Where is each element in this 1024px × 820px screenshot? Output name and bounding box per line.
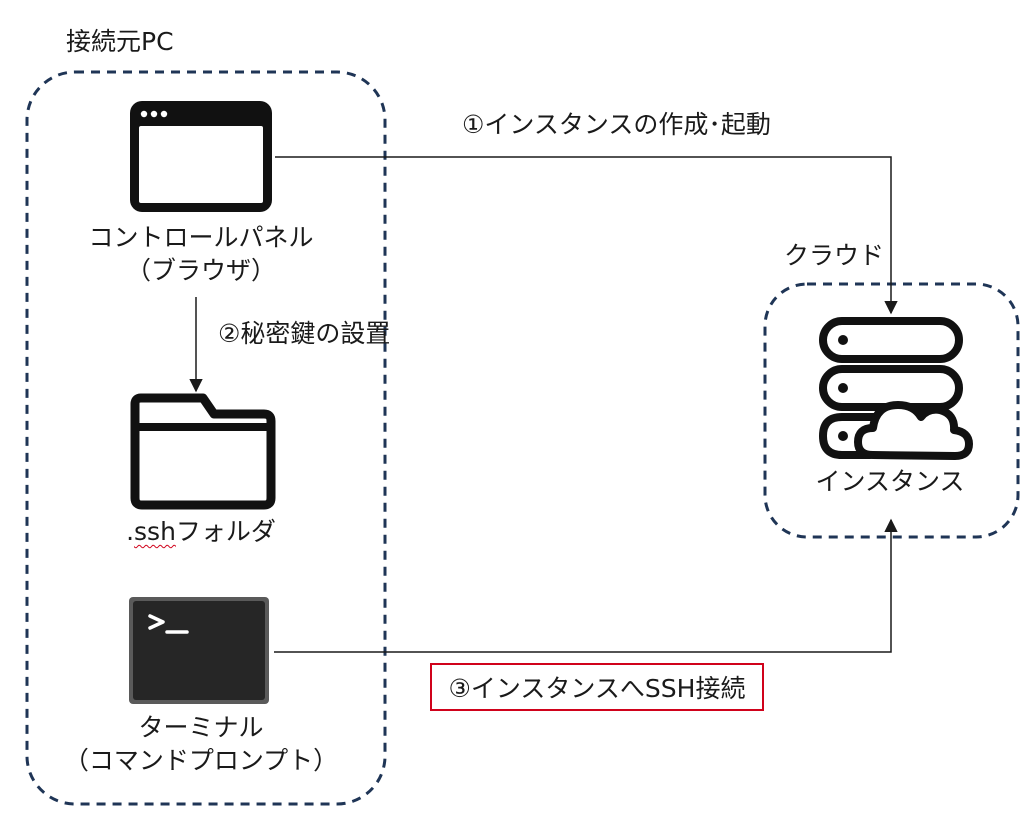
terminal-icon: [129, 597, 269, 704]
server-cloud-icon: [819, 317, 973, 460]
ssh-connect-arrow: [274, 518, 898, 653]
control-panel-label: コントロールパネル （ブラウザ）: [56, 222, 346, 287]
control-panel-label-line1: コントロールパネル: [88, 223, 314, 252]
ssh-folder-label-dot: .: [126, 517, 135, 546]
instance-label: インスタンス: [815, 467, 965, 496]
terminal-label-line2: （コマンドプロンプト）: [63, 745, 339, 775]
server-led-1: [838, 335, 848, 345]
server-led-2: [838, 383, 848, 393]
place-key-label: ②秘密鍵の設置: [218, 319, 391, 348]
ssh-folder-label: .sshフォルダ: [56, 516, 346, 549]
cloud-group-title: クラウド: [784, 241, 885, 270]
terminal-label: ターミナル （コマンドプロンプト）: [56, 712, 346, 777]
terminal-label-line1: ターミナル: [138, 713, 264, 742]
client-pc-group-title: 接続元PC: [66, 27, 174, 56]
create-start-arrow: [275, 156, 898, 315]
ssh-connect-label: ③インスタンスへSSH接続: [430, 663, 764, 711]
ssh-folder-label-suffix: フォルダ: [175, 517, 276, 546]
create-start-label: ①インスタンスの作成･起動: [462, 110, 771, 139]
ssh-folder-label-ssh: ssh: [134, 517, 176, 546]
client-pc-group-border: [25, 70, 387, 806]
browser-window-icon: [130, 101, 272, 212]
folder-icon: [130, 393, 276, 510]
server-led-3: [838, 431, 848, 441]
control-panel-label-line2: （ブラウザ）: [125, 255, 276, 285]
